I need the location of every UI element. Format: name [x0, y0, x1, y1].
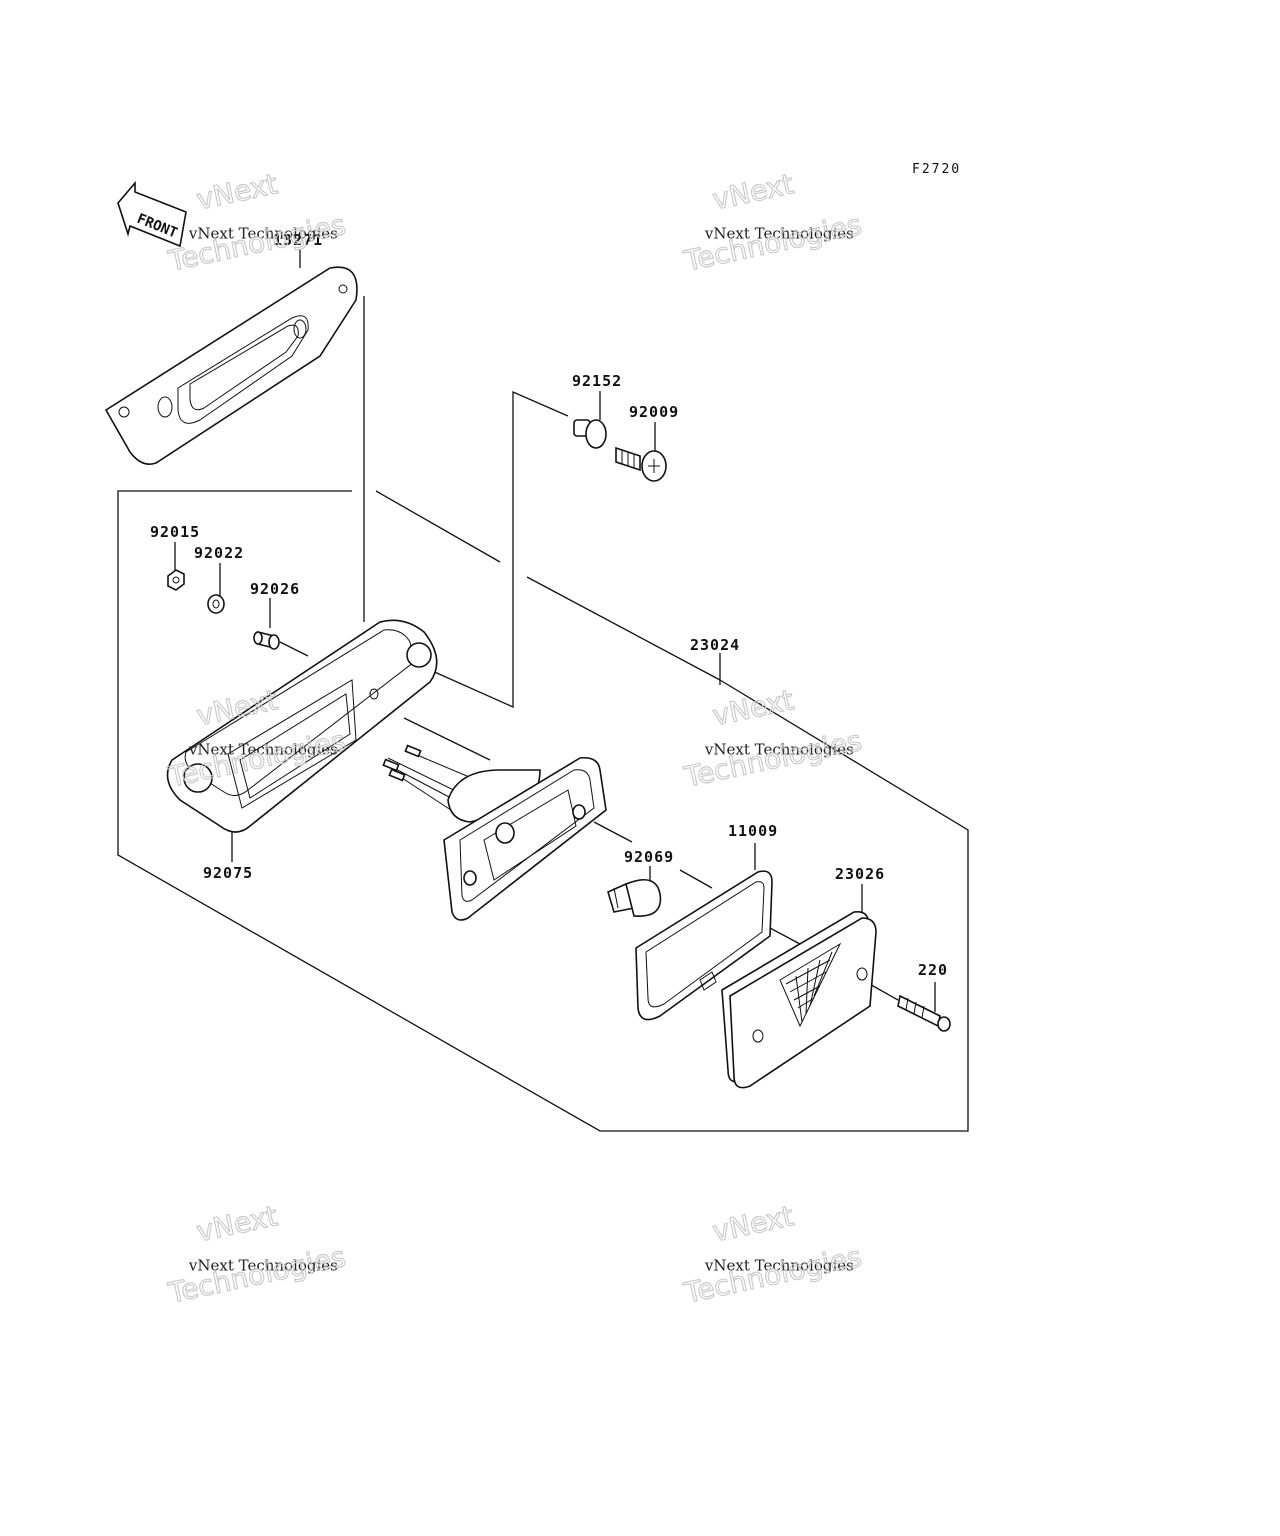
washer-92022	[207, 594, 225, 614]
part-label-13271: 13271	[273, 231, 323, 249]
part-label-92015: 92015	[150, 523, 200, 541]
lens-23026	[721, 910, 877, 1089]
lens-reflector-pattern	[779, 942, 842, 1028]
part-label-92152: 92152	[572, 372, 622, 390]
svg-text:Technologies: Technologies	[681, 1240, 865, 1310]
part-label-92026: 92026	[250, 580, 300, 598]
figure-code: F2720	[912, 162, 961, 177]
nut-92015	[167, 569, 185, 591]
screw-92009	[615, 446, 667, 482]
bulb-92069	[607, 878, 662, 917]
part-label-92022: 92022	[194, 544, 244, 562]
svg-text:Technologies: Technologies	[681, 208, 865, 278]
svg-text:vNext Technologies: vNext Technologies	[188, 1256, 338, 1274]
watermark-bottom-left: vNext vNext Technologies Technologies	[164, 1199, 349, 1311]
svg-text:Technologies: Technologies	[165, 1240, 349, 1310]
svg-text:vNext Technologies: vNext Technologies	[704, 740, 854, 758]
part-label-220: 220	[918, 961, 948, 979]
part-label-11009: 11009	[728, 822, 778, 840]
watermark-bottom-right: vNext vNext Technologies Technologies	[680, 1199, 865, 1311]
gasket-13271	[104, 266, 358, 465]
watermark-top-right: vNext vNext Technologies Technologies	[680, 167, 865, 279]
svg-text:vNext Technologies: vNext Technologies	[704, 224, 854, 242]
svg-text:vNext: vNext	[194, 1199, 281, 1248]
grommet-92152	[573, 419, 607, 449]
front-arrow-icon: FRONT	[117, 180, 187, 248]
svg-text:vNext: vNext	[710, 1199, 797, 1248]
svg-text:Technologies: Technologies	[681, 724, 865, 794]
screw-220	[897, 994, 951, 1032]
part-labels: 13271 92152 92009 92015 92022 92026 2302…	[150, 231, 948, 979]
part-label-92009: 92009	[629, 403, 679, 421]
housing-92075	[166, 619, 438, 833]
watermark-mid-right: vNext vNext Technologies Technologies	[680, 683, 865, 795]
gasket-11009	[635, 870, 773, 1021]
svg-text:Technologies: Technologies	[165, 208, 349, 278]
collar-92026	[253, 630, 280, 650]
svg-text:vNext: vNext	[710, 167, 797, 216]
part-label-23026: 23026	[835, 865, 885, 883]
assembly-lines	[117, 249, 969, 1132]
svg-text:vNext Technologies: vNext Technologies	[704, 1256, 854, 1274]
svg-text:vNext Technologies: vNext Technologies	[188, 740, 338, 758]
svg-text:vNext: vNext	[710, 683, 797, 732]
part-label-92069: 92069	[624, 848, 674, 866]
svg-text:vNext: vNext	[194, 167, 281, 216]
part-label-92075: 92075	[203, 864, 253, 882]
svg-text:vNext Technologies: vNext Technologies	[188, 224, 338, 242]
socket-23024	[382, 744, 607, 921]
part-label-23024: 23024	[690, 636, 740, 654]
